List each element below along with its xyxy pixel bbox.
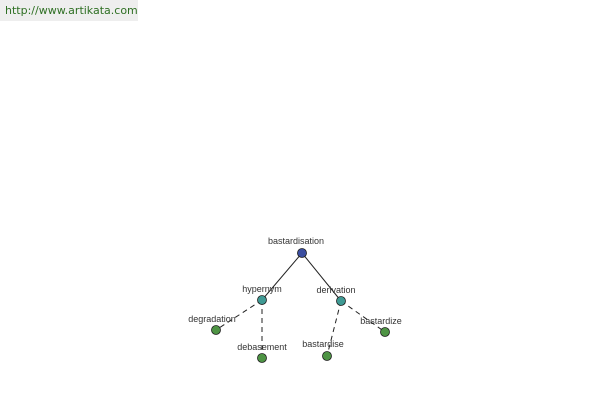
node-label-hypernym[interactable]: hypernym — [242, 284, 282, 294]
graph-edges — [215, 252, 386, 358]
node-label-bastardise[interactable]: bastardise — [302, 339, 344, 349]
node-dot-debasement[interactable] — [257, 353, 267, 363]
node-dot-bastardize[interactable] — [380, 327, 390, 337]
node-hypernym[interactable]: hypernym — [242, 284, 282, 305]
node-dot-bastardise[interactable] — [322, 351, 332, 361]
node-label-degradation[interactable]: degradation — [188, 314, 236, 324]
node-debasement[interactable]: debasement — [237, 342, 287, 363]
graph-nodes: bastardisation hypernym derivation degradat… — [188, 236, 402, 363]
node-label-root[interactable]: bastardisation — [268, 236, 324, 246]
edge-root-to-derivation — [301, 252, 342, 302]
node-bastardize[interactable]: bastardize — [360, 316, 402, 337]
node-label-bastardize[interactable]: bastardize — [360, 316, 402, 326]
node-dot-derivation[interactable] — [336, 296, 346, 306]
node-dot-degradation[interactable] — [211, 325, 221, 335]
node-label-derivation[interactable]: derivation — [316, 285, 355, 295]
node-bastardise[interactable]: bastardise — [302, 339, 344, 361]
node-root[interactable]: bastardisation — [268, 236, 324, 258]
edge-root-to-hypernym — [261, 252, 303, 301]
node-dot-root[interactable] — [297, 248, 307, 258]
node-label-debasement[interactable]: debasement — [237, 342, 287, 352]
node-degradation[interactable]: degradation — [188, 314, 236, 335]
node-derivation[interactable]: derivation — [316, 285, 356, 306]
edge-derivation-to-bastardise — [326, 300, 342, 357]
node-dot-hypernym[interactable] — [257, 295, 267, 305]
source-url-banner[interactable]: http://www.artikata.com — [0, 0, 138, 21]
edge-hypernym-to-degradation — [215, 299, 263, 331]
